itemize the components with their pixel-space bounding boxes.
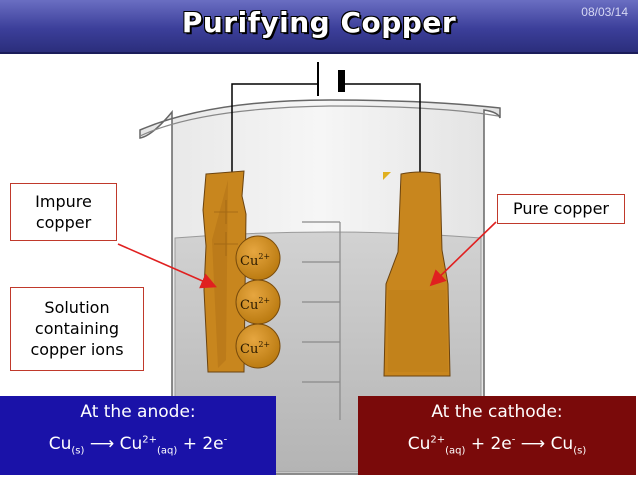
cathode-box: At the cathode: Cu2+(aq) + 2e- ⟶ Cu(s) <box>358 396 636 475</box>
cathode-title: At the cathode: <box>431 402 563 422</box>
svg-text:Cu2+: Cu2+ <box>240 252 270 269</box>
label-solution: Solution containing copper ions <box>10 287 144 371</box>
header-bar: Purifying Copper 08/03/14 <box>0 0 638 54</box>
anode-title: At the anode: <box>80 402 196 422</box>
graduation-marks <box>302 221 341 420</box>
anode-box: At the anode: Cu(s) ⟶ Cu2+(aq) + 2e- <box>0 396 276 475</box>
battery-icon <box>317 62 345 96</box>
cathode-equation: Cu2+(aq) + 2e- ⟶ Cu(s) <box>407 434 587 457</box>
slide-date: 08/03/14 <box>581 5 628 19</box>
arrow-to-anode <box>117 243 217 289</box>
svg-text:Cu2+: Cu2+ <box>240 340 270 357</box>
page-title: Purifying Copper <box>181 6 457 39</box>
label-impure-copper: Impure copper <box>10 183 117 241</box>
anode-equation: Cu(s) ⟶ Cu2+(aq) + 2e- <box>48 434 228 457</box>
arrow-to-cathode <box>429 221 497 287</box>
ion-3 <box>235 323 281 369</box>
cathode-pure-copper <box>383 171 451 377</box>
cursor-marker <box>383 172 391 180</box>
anode-thinning <box>212 180 228 368</box>
label-pure-copper: Pure copper <box>497 194 625 224</box>
circuit-wire <box>231 83 421 172</box>
svg-text:Cu2+: Cu2+ <box>240 296 270 313</box>
copper-ions: Cu2+ Cu2+ Cu2+ <box>235 235 281 369</box>
pointer-arrows <box>117 221 497 289</box>
beaker-rim <box>139 105 499 137</box>
